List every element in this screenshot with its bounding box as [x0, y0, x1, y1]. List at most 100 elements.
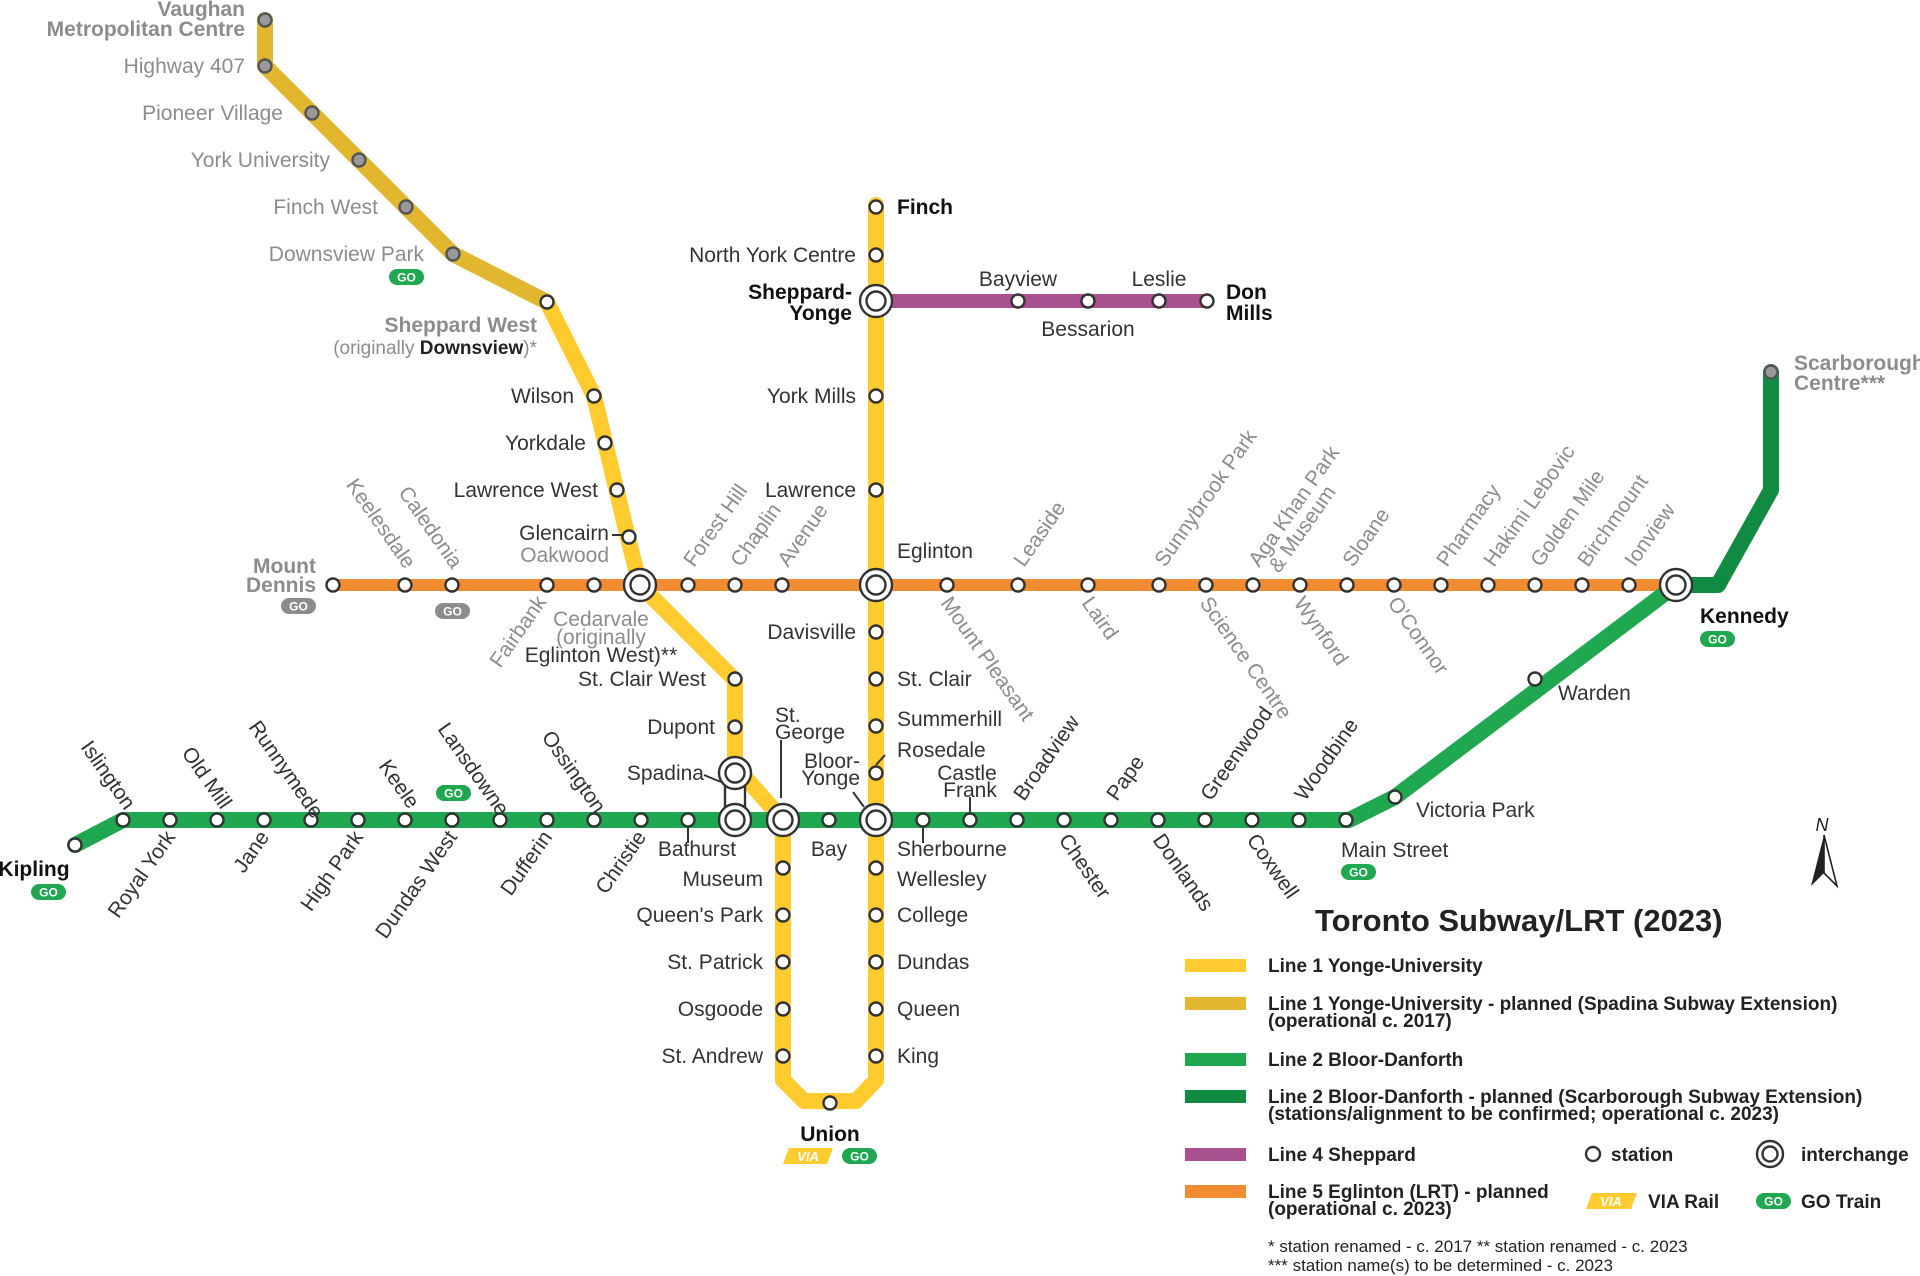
station-dufferin[interactable]	[539, 812, 555, 828]
station-coxwell[interactable]	[1244, 812, 1260, 828]
station-golden-mile[interactable]	[1527, 577, 1543, 593]
station-finch-west[interactable]	[398, 199, 414, 215]
station-vaughan[interactable]	[257, 12, 273, 28]
interchange-eglinton-west[interactable]	[622, 567, 658, 603]
station-wilson[interactable]	[586, 388, 602, 404]
station-victoria-park[interactable]	[1387, 789, 1403, 805]
station-york-mills[interactable]	[868, 388, 884, 404]
station-christie[interactable]	[633, 812, 649, 828]
station-leaside[interactable]	[1010, 577, 1026, 593]
station-lansdowne[interactable]	[492, 812, 508, 828]
station-st-patrick[interactable]	[775, 954, 791, 970]
station-sherbourne[interactable]	[915, 812, 931, 828]
label-mount-dennis-1: Mount	[253, 555, 316, 578]
station-ossington[interactable]	[586, 812, 602, 828]
station-rosedale[interactable]	[868, 765, 884, 781]
station-bay[interactable]	[821, 812, 837, 828]
station-glencairn[interactable]	[621, 529, 637, 545]
station-islington[interactable]	[115, 812, 131, 828]
label-dupont: Dupont	[647, 716, 715, 739]
station-scarborough-centre[interactable]	[1763, 364, 1779, 380]
station-st-clair-west[interactable]	[727, 671, 743, 687]
station-dundas-west[interactable]	[444, 812, 460, 828]
station-pape[interactable]	[1103, 812, 1119, 828]
station-king[interactable]	[868, 1048, 884, 1064]
station-lawrence[interactable]	[868, 482, 884, 498]
station-york-university[interactable]	[351, 152, 367, 168]
station-oakwood[interactable]	[586, 577, 602, 593]
station-museum[interactable]	[775, 860, 791, 876]
station-st-andrew[interactable]	[775, 1048, 791, 1064]
station-dundas[interactable]	[868, 954, 884, 970]
station-old-mill[interactable]	[209, 812, 225, 828]
station-runnymede[interactable]	[303, 812, 319, 828]
station-laird[interactable]	[1080, 577, 1096, 593]
station-college[interactable]	[868, 907, 884, 923]
station-forest-hill[interactable]	[680, 577, 696, 593]
station-warden[interactable]	[1527, 671, 1543, 687]
station-donlands[interactable]	[1150, 812, 1166, 828]
interchange-spadina-line1[interactable]	[717, 755, 753, 791]
station-summerhill[interactable]	[868, 718, 884, 734]
station-north-york-centre[interactable]	[868, 247, 884, 263]
station-finch[interactable]	[868, 199, 884, 215]
station-sunnybrook[interactable]	[1151, 577, 1167, 593]
station-main-street[interactable]	[1338, 812, 1354, 828]
station-mount-pleasant[interactable]	[939, 577, 955, 593]
label-lawrence-west: Lawrence West	[454, 479, 599, 502]
station-queens-park[interactable]	[775, 907, 791, 923]
station-keelesdale[interactable]	[397, 577, 413, 593]
station-davisville[interactable]	[868, 624, 884, 640]
station-broadview[interactable]	[1009, 812, 1025, 828]
station-pioneer-village[interactable]	[304, 105, 320, 121]
station-sheppard-west[interactable]	[539, 294, 555, 310]
station-greenwood[interactable]	[1197, 812, 1213, 828]
interchange-eglinton[interactable]	[858, 567, 894, 603]
station-dupont[interactable]	[727, 719, 743, 735]
station-pharmacy[interactable]	[1433, 577, 1449, 593]
interchange-bloor-yonge[interactable]	[858, 802, 894, 838]
station-lawrence-west[interactable]	[609, 482, 625, 498]
station-castle-frank[interactable]	[962, 812, 978, 828]
station-bathurst[interactable]	[680, 812, 696, 828]
svg-text:GO: GO	[1349, 866, 1368, 880]
station-oconnor[interactable]	[1386, 577, 1402, 593]
station-fairbank[interactable]	[539, 577, 555, 593]
station-birchmount[interactable]	[1574, 577, 1590, 593]
station-high-park[interactable]	[350, 812, 366, 828]
station-aga-khan[interactable]	[1245, 577, 1261, 593]
station-caledonia[interactable]	[444, 577, 460, 593]
station-chester[interactable]	[1056, 812, 1072, 828]
station-kipling[interactable]	[67, 837, 83, 853]
station-st-clair[interactable]	[868, 671, 884, 687]
station-downsview-park[interactable]	[445, 246, 461, 262]
station-sloane[interactable]	[1339, 577, 1355, 593]
station-bayview[interactable]	[1010, 293, 1026, 309]
station-hakimi-lebovic[interactable]	[1480, 577, 1496, 593]
interchange-spadina-line2[interactable]	[717, 802, 753, 838]
station-science-centre[interactable]	[1198, 577, 1214, 593]
station-keele[interactable]	[397, 812, 413, 828]
label-christie: Christie	[591, 827, 651, 899]
station-wellesley[interactable]	[868, 860, 884, 876]
station-union[interactable]	[822, 1095, 838, 1111]
station-ionview[interactable]	[1621, 577, 1637, 593]
go-badge-main-street: GO	[1341, 864, 1376, 880]
station-avenue[interactable]	[774, 577, 790, 593]
station-bessarion[interactable]	[1080, 293, 1096, 309]
station-don-mills[interactable]	[1199, 293, 1215, 309]
station-queen[interactable]	[868, 1001, 884, 1017]
station-leslie[interactable]	[1151, 293, 1167, 309]
station-royal-york[interactable]	[162, 812, 178, 828]
interchange-sheppard-yonge[interactable]	[858, 283, 894, 319]
station-highway-407[interactable]	[257, 58, 273, 74]
station-mount-dennis[interactable]	[325, 577, 341, 593]
station-wynford[interactable]	[1292, 577, 1308, 593]
interchange-kennedy[interactable]	[1658, 567, 1694, 603]
station-yorkdale[interactable]	[597, 435, 613, 451]
station-woodbine[interactable]	[1291, 812, 1307, 828]
station-osgoode[interactable]	[775, 1001, 791, 1017]
station-jane[interactable]	[256, 812, 272, 828]
station-chaplin[interactable]	[727, 577, 743, 593]
interchange-st-george[interactable]	[765, 802, 801, 838]
